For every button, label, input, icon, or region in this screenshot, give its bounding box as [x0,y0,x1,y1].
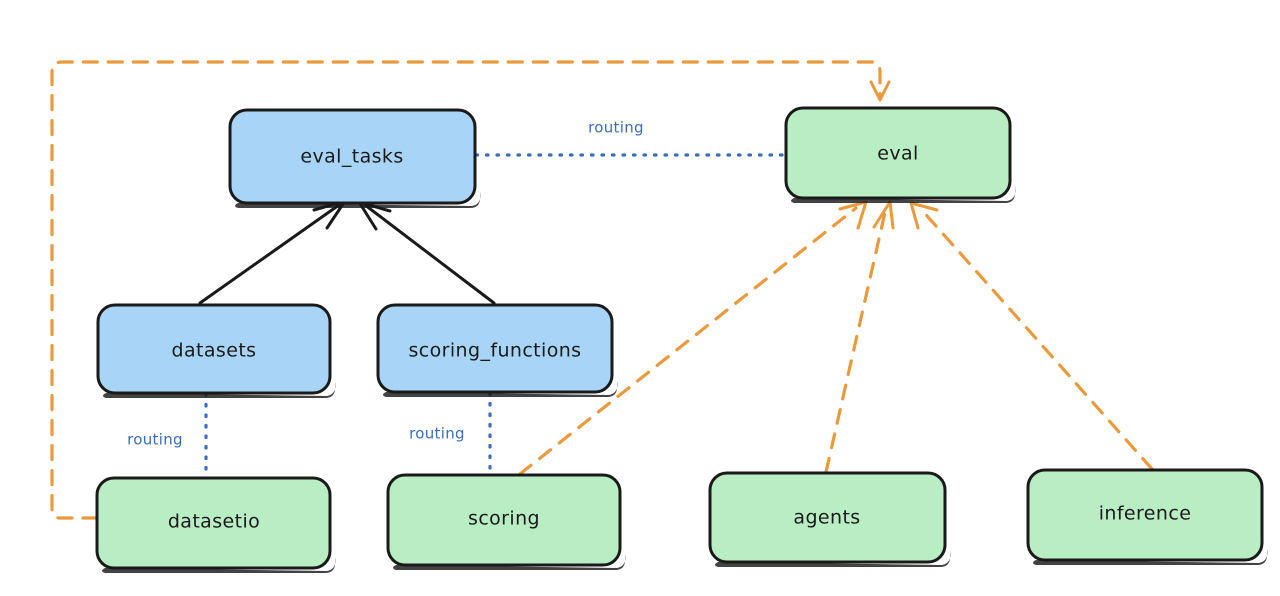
edge-datasetio-to-eval[interactable] [50,60,891,520]
edge-inference-to-eval[interactable] [909,201,1154,471]
node-agents-shape[interactable] [708,471,947,564]
node-scoring-label: scoring [468,508,540,530]
edge-agents-to-eval[interactable] [824,200,895,474]
edge-scoring_functions-to-eval_tasks[interactable] [357,200,496,305]
node-eval-label: eval [877,143,918,165]
edge-datasets-to-eval_tasks[interactable] [198,199,347,305]
node-inference-label: inference [1099,503,1192,525]
node-inference[interactable]: inference [1026,468,1268,565]
node-eval_tasks[interactable]: eval_tasks [228,108,481,208]
edge-layer [50,60,1154,520]
node-inference-shape[interactable] [1026,468,1264,562]
node-scoring_functions[interactable]: scoring_functions [376,303,618,397]
node-scoring_functions-shape[interactable] [376,303,614,394]
edge-label-routing-datasets-datasetio: routing [127,431,183,449]
edge-label-routing-eval_tasks-eval: routing [588,119,644,137]
node-eval_tasks-shape[interactable] [228,108,477,205]
node-datasets-shape[interactable] [96,303,332,395]
node-scoring[interactable]: scoring [386,473,626,570]
node-datasetio-label: datasetio [168,511,260,533]
node-datasets[interactable]: datasets [96,303,336,398]
node-layer: eval_tasks eval datasets scoring_functio… [95,106,1268,573]
node-eval-shape[interactable] [784,106,1012,200]
edge-label-routing-scoring_functions-scoring: routing [409,425,465,443]
node-agents-label: agents [793,507,860,529]
node-datasetio-shape[interactable] [95,476,332,570]
node-eval_tasks-label: eval_tasks [300,146,403,168]
node-agents[interactable]: agents [708,471,951,567]
edge-label-layer: routing routing routing [127,119,644,449]
node-scoring-shape[interactable] [386,473,622,567]
node-datasetio[interactable]: datasetio [95,476,336,573]
node-scoring_functions-label: scoring_functions [409,340,582,362]
node-datasets-label: datasets [172,340,257,362]
node-eval[interactable]: eval [784,106,1016,203]
